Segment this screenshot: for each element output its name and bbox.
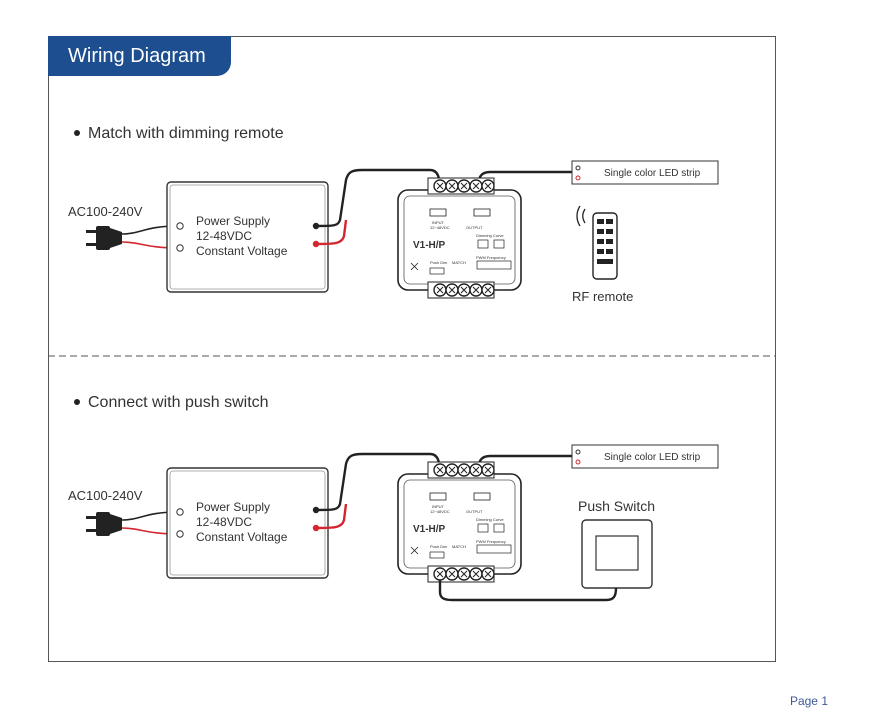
- bullet-icon: [74, 399, 80, 405]
- page-title: Wiring Diagram: [48, 36, 231, 76]
- dimming-curve-label: Dimming Curve: [476, 517, 504, 522]
- signal-wave-icon: [576, 205, 581, 227]
- psu-label-line3: Constant Voltage: [196, 244, 288, 258]
- page-number: Page 1: [789, 694, 828, 708]
- accessory-label: RF remote: [572, 289, 633, 304]
- controller-input-voltage: 12~48VDC: [430, 225, 450, 230]
- recycle-bin-icon: [410, 546, 419, 555]
- rf-remote: RF remote: [572, 205, 633, 304]
- pwm-frequency-label: PWM Frequency: [476, 255, 506, 260]
- push-dim-label: Push Dim: [430, 260, 448, 265]
- controller-model: V1-H/P: [413, 524, 446, 535]
- recycle-bin-icon: [410, 262, 419, 271]
- psu-label-line3: Constant Voltage: [196, 530, 288, 544]
- dimming-curve-label: Dimming Curve: [476, 233, 504, 238]
- ac-plug-icon: [86, 512, 122, 536]
- section-2: Connect with push switch AC100-240V Powe…: [68, 394, 719, 602]
- bullet-icon: [74, 130, 80, 136]
- led-strip: Single color LED strip: [571, 444, 719, 469]
- controller-input-label: INPUT: [432, 504, 445, 509]
- push-switch: Push Switch: [438, 498, 655, 602]
- controller: INPUT 12~48VDC OUTPUT V1-H/P Dimming Cur…: [397, 177, 522, 299]
- psu-label-line2: 12-48VDC: [196, 515, 252, 529]
- led-strip-label: Single color LED strip: [604, 168, 701, 179]
- ac-input-label: AC100-240V: [68, 204, 143, 219]
- power-supply: Power Supply 12-48VDC Constant Voltage: [166, 467, 329, 579]
- diagram-frame: [48, 36, 776, 662]
- controller-output-label: OUTPUT: [466, 509, 483, 514]
- controller: INPUT 12~48VDC OUTPUT V1-H/P Dimming Cur…: [397, 461, 522, 583]
- led-strip-label: Single color LED strip: [604, 452, 701, 463]
- controller-output-label: OUTPUT: [466, 225, 483, 230]
- controller-input-label: INPUT: [432, 220, 445, 225]
- power-supply: Power Supply 12-48VDC Constant Voltage: [166, 181, 329, 293]
- psu-label-line1: Power Supply: [196, 500, 270, 514]
- controller-input-voltage: 12~48VDC: [430, 509, 450, 514]
- ac-input-label: AC100-240V: [68, 488, 143, 503]
- ac-plug-icon: [86, 226, 122, 250]
- match-label: MATCH: [452, 260, 466, 265]
- pwm-frequency-label: PWM Frequency: [476, 539, 506, 544]
- section-heading: Connect with push switch: [88, 394, 269, 411]
- psu-label-line2: 12-48VDC: [196, 229, 252, 243]
- push-dim-label: Push Dim: [430, 544, 448, 549]
- led-strip: Single color LED strip: [571, 160, 719, 185]
- remote-control-icon: [592, 212, 618, 280]
- psu-label-line1: Power Supply: [196, 214, 270, 228]
- section-1: Match with dimming remote AC100-240V Pow…: [68, 125, 719, 304]
- section-heading: Match with dimming remote: [88, 125, 284, 142]
- controller-model: V1-H/P: [413, 240, 446, 251]
- accessory-label: Push Switch: [578, 498, 655, 514]
- match-label: MATCH: [452, 544, 466, 549]
